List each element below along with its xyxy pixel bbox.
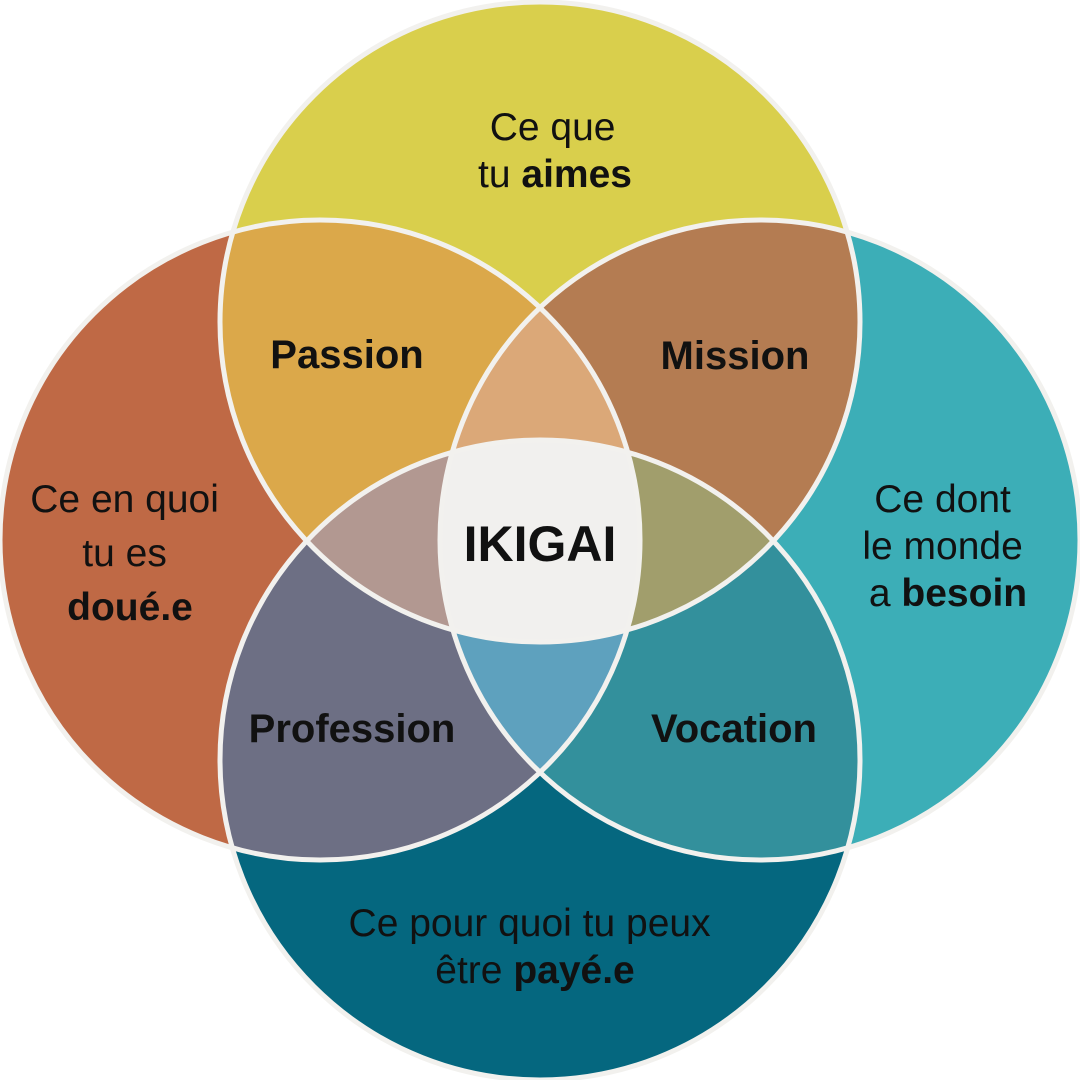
label-ikigai: IKIGAI xyxy=(464,516,617,572)
label-profession: Profession xyxy=(249,707,456,751)
lens-bottom xyxy=(440,440,640,860)
label-mission: Mission xyxy=(661,334,810,378)
label-vocation: Vocation xyxy=(651,707,817,751)
outline-love xyxy=(217,0,863,645)
label-what-you-love: Ce que tu aimes xyxy=(478,106,632,196)
label-what-you-can-be-paid-for: Ce pour quoi tu peux être payé.e xyxy=(349,902,722,992)
label-what-the-world-needs: Ce dont le monde a besoin xyxy=(862,478,1033,615)
label-what-you-are-good-at: Ce en quoi tu es doué.e xyxy=(30,478,229,629)
outline-world-needs xyxy=(437,217,1080,863)
outline-good-at xyxy=(0,217,643,863)
label-passion: Passion xyxy=(270,333,423,377)
outline-paid-for xyxy=(217,437,863,1080)
